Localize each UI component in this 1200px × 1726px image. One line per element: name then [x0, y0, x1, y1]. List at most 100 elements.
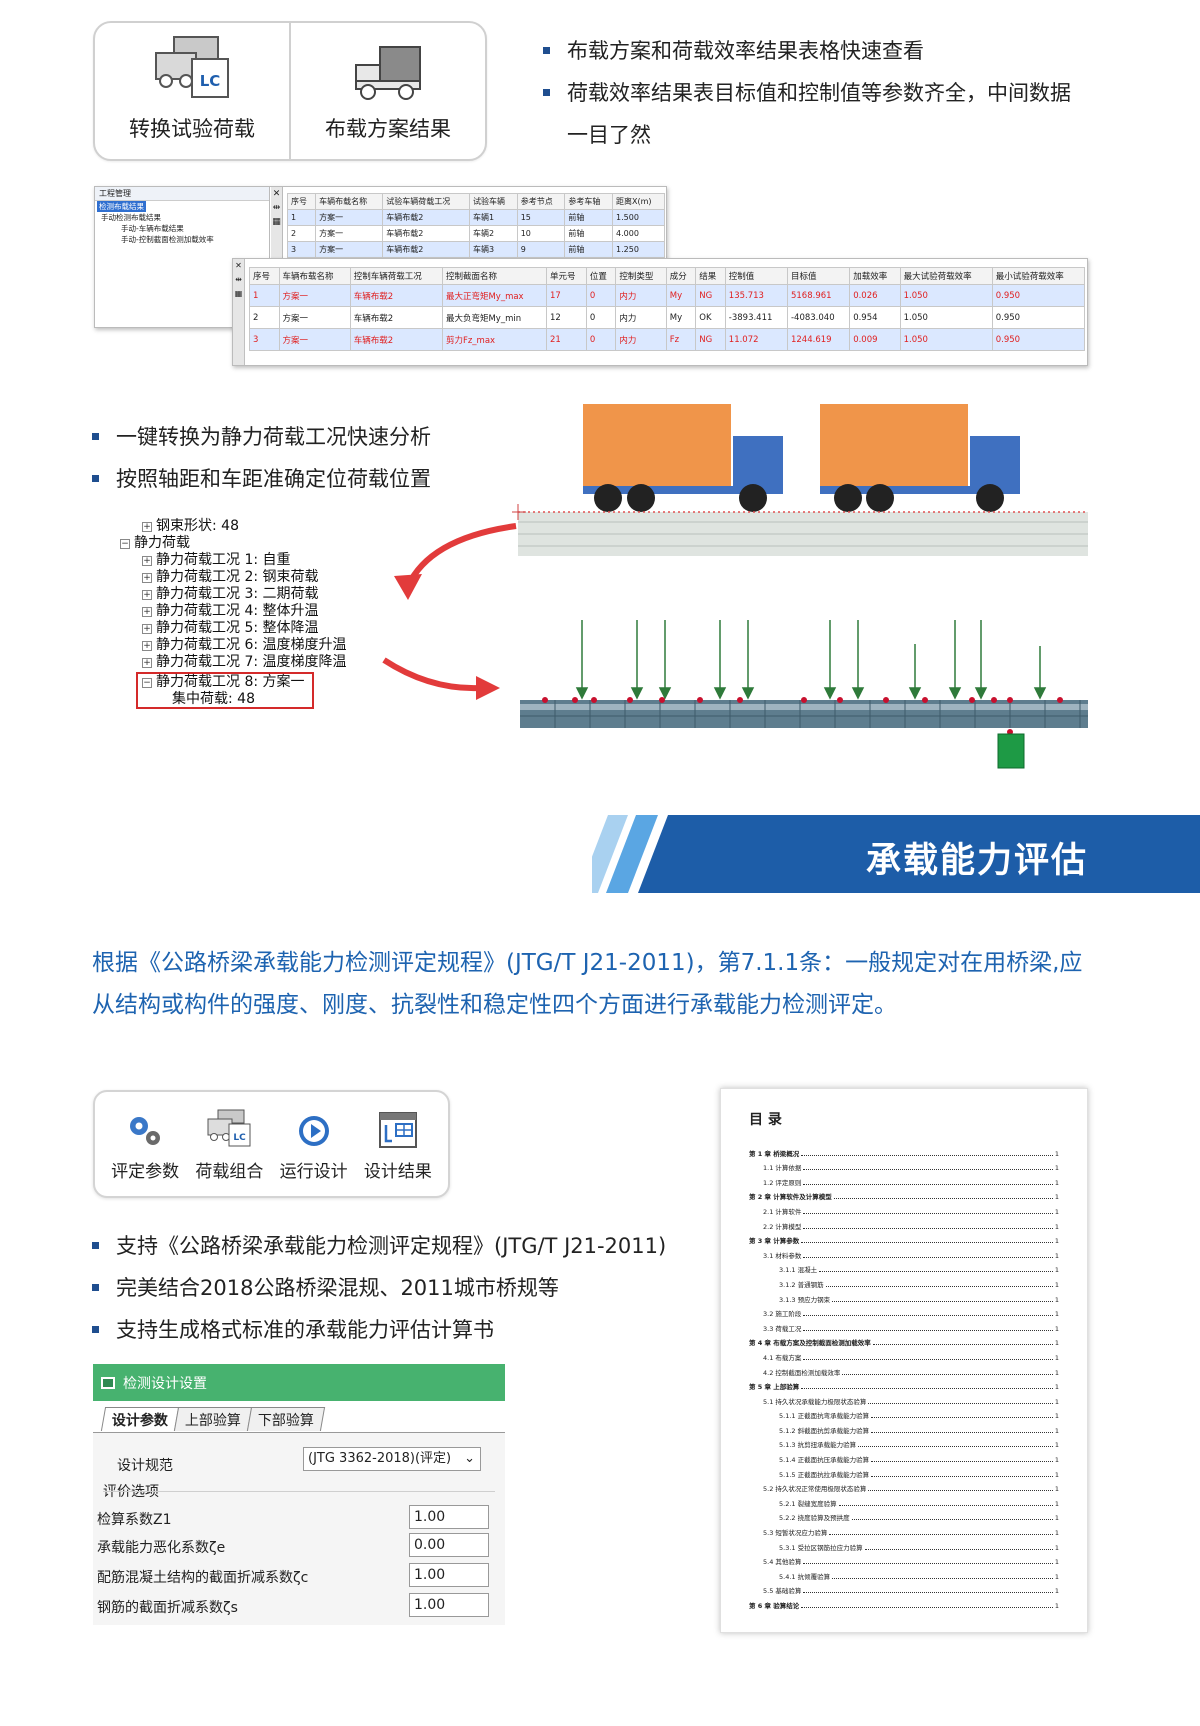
tree-node-case-5[interactable]: +静力荷载工况 5: 整体降温 — [120, 620, 420, 637]
tree-node-tendon-shape[interactable]: + 钢束形状: 48 — [120, 518, 420, 535]
toc-entry-text: 5.1.5 正截面抗拉承载能力验算 — [779, 1470, 870, 1479]
bottom-bullet-list: 支持《公路桥梁承载能力检测评定规程》(JTG/T J21-2011) 完美结合2… — [90, 1225, 690, 1351]
convert-arrow-1 — [394, 523, 517, 600]
grid-icon[interactable]: ▦ — [234, 289, 243, 298]
eval-params-button[interactable]: 评定参数 — [103, 1092, 187, 1196]
tab-design-params[interactable]: 设计参数 — [100, 1407, 180, 1431]
header-cell: 结果 — [695, 267, 726, 285]
tree-item-efficiency[interactable]: 手动-控制截面检测加载效率 — [121, 235, 214, 244]
header-cell: 参考节点 — [516, 193, 566, 210]
toc-entry: 3.1.3 预应力钢束 1 — [749, 1289, 1059, 1304]
tree-node-label: 静力荷载工况 7: 温度梯度降温 — [156, 654, 347, 670]
expand-icon[interactable]: + — [142, 589, 152, 600]
tree-node-case-3[interactable]: + 静力荷载工况 3: 二期荷载 — [120, 586, 420, 603]
tab-upper-check[interactable]: 上部验算 — [173, 1407, 253, 1431]
header-cell: 参考车轴 — [564, 193, 614, 210]
tree-item-vehicle-results[interactable]: 手动-车辆布载结果 — [121, 224, 184, 233]
toc-entry-text: 3.1.3 预应力钢束 — [779, 1295, 831, 1304]
pin-icon[interactable]: ⇹ — [235, 275, 242, 284]
toc-page-number: 1 — [1054, 1324, 1059, 1333]
toc-entry-text: 3.1.2 普通钢筋 — [779, 1280, 824, 1289]
expand-icon[interactable]: + — [142, 555, 152, 566]
toc-leader — [832, 1577, 1053, 1579]
tree-node-case-2[interactable]: +静力荷载工况 2: 钢束荷载 — [120, 569, 420, 586]
design-spec-value: (JTG 3362-2018)(评定) — [308, 1451, 452, 1466]
run-design-button[interactable]: 运行设计 — [272, 1092, 356, 1196]
load-combo-button[interactable]: LC 荷载组合 — [187, 1092, 271, 1196]
zeta-e-input[interactable]: 0.00 — [409, 1533, 489, 1557]
toc-leader — [803, 1329, 1053, 1331]
expand-icon[interactable]: + — [142, 623, 152, 634]
cell: 1244.619 — [786, 328, 851, 351]
bottom-bullet-2: 完美结合2018公路桥梁混规、2011城市桥规等 — [90, 1267, 690, 1309]
tree-item-inspection-results[interactable]: 检测布载结果 — [97, 201, 146, 212]
expand-icon[interactable]: + — [142, 657, 152, 668]
grid-icon[interactable]: ▦ — [272, 217, 281, 227]
z1-input[interactable]: 1.00 — [409, 1505, 489, 1529]
concentrated-load-arrows — [575, 620, 1047, 700]
toc-leader — [819, 1271, 1053, 1273]
tree-node-concentrated-load[interactable]: 集中荷载: 48 — [138, 691, 312, 708]
bottom-bullet-1: 支持《公路桥梁承载能力检测评定规程》(JTG/T J21-2011) — [90, 1225, 690, 1267]
cell: OK — [695, 306, 726, 329]
tree-item-manual-results[interactable]: 手动检测布载结果 — [101, 213, 161, 222]
load-plan-result-button[interactable]: 布载方案结果 — [289, 23, 485, 159]
toc-entry-text: 5.3.1 受拉区钢筋拉应力验算 — [779, 1543, 863, 1552]
toc-leader — [858, 1446, 1053, 1448]
zeta-c-input[interactable]: 1.00 — [409, 1563, 489, 1587]
expand-icon[interactable]: + — [142, 572, 152, 583]
toc-leader — [833, 1198, 1053, 1200]
tree-node-case-1[interactable]: + 静力荷载工况 1: 自重 — [120, 552, 420, 569]
cell: 内力 — [615, 284, 667, 307]
design-spec-select[interactable]: (JTG 3362-2018)(评定) ⌄ — [303, 1447, 481, 1471]
convert-test-load-button[interactable]: LC 转换试验荷载 — [95, 23, 289, 159]
tree-node-case-6[interactable]: +静力荷载工况 6: 温度梯度升温 — [120, 637, 420, 654]
design-result-button[interactable]: 设计结果 — [356, 1092, 440, 1196]
dialog-body: 设计规范 (JTG 3362-2018)(评定) ⌄ 评价选项 检算系数Z1 1… — [93, 1432, 505, 1625]
project-tree-panel: 工程管理 检测布载结果 手动检测布载结果 手动-车辆布载结果 手动-控制截面检测… — [95, 187, 270, 327]
toc-leader — [825, 1285, 1053, 1287]
gears-icon — [130, 1117, 161, 1145]
expand-icon[interactable]: + — [142, 640, 152, 651]
collapse-icon[interactable]: − — [142, 677, 152, 688]
section-banner — [592, 815, 1200, 893]
toc-page-number: 1 — [1054, 1193, 1059, 1202]
tree-node-case-7[interactable]: + 静力荷载工况 7: 温度梯度降温 — [120, 654, 420, 671]
mid-bullet-1: 一键转换为静力荷载工况快速分析 — [90, 416, 530, 458]
pin-icon[interactable]: ⇹ — [272, 203, 281, 213]
cell: 方案一 — [315, 225, 384, 242]
tree-node-case-8[interactable]: −静力荷载工况 8: 方案一 — [138, 674, 312, 691]
tree-node-case-4[interactable]: +静力荷载工况 4: 整体升温 — [120, 603, 420, 620]
close-icon[interactable]: ✕ — [272, 189, 281, 199]
cell: 内力 — [615, 306, 667, 329]
close-icon[interactable]: ✕ — [235, 261, 242, 270]
tree-node-label: 静力荷载工况 1: 自重 — [156, 552, 291, 568]
toc-entry-text: 第 4 章 布载方案及控制截面检测加载效率 — [749, 1339, 871, 1348]
tree-node-static-load[interactable]: −静力荷载 — [120, 535, 420, 552]
expand-icon[interactable]: + — [142, 606, 152, 617]
toc-page-number: 1 — [1054, 1295, 1059, 1304]
collapse-icon[interactable]: − — [120, 538, 130, 549]
toc-page-number: 1 — [1054, 1207, 1059, 1216]
header-cell: 最小试验荷载效率 — [991, 267, 1086, 285]
toc-leader — [803, 1592, 1053, 1594]
toc-leader — [838, 1504, 1053, 1506]
zeta-s-input[interactable]: 1.00 — [409, 1593, 489, 1617]
tree-node-label: 静力荷载工况 3: 二期荷载 — [156, 586, 319, 602]
top-bullet-2-continued: 一目了然 — [567, 123, 651, 147]
expand-icon[interactable]: + — [142, 521, 152, 532]
tab-lower-check[interactable]: 下部验算 — [246, 1407, 326, 1431]
tree-node-label: 钢束形状: 48 — [156, 518, 239, 534]
load-case-tree: + 钢束形状: 48 −静力荷载 + 静力荷载工况 1: 自重 +静力荷载工况 2:… — [120, 518, 420, 709]
